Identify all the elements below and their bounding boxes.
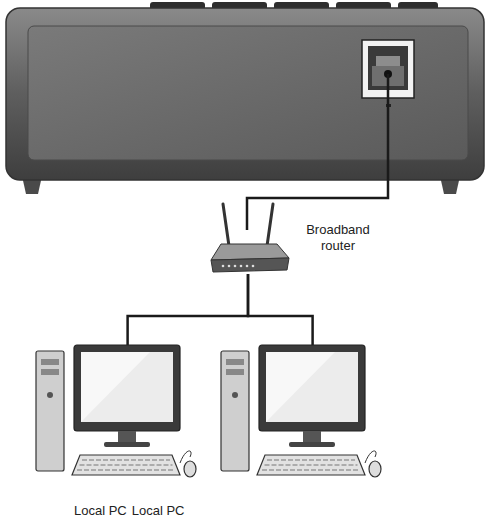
pc-node: Local PC [215,345,375,495]
pc-node: Local PC [30,345,190,495]
pc-label: Local PC [132,503,185,519]
pc-label: Local PC [74,503,127,519]
router-node: Broadband router [207,230,289,274]
device-label: Broadband router [299,222,377,254]
router-icon [207,230,289,274]
pc-icon [30,345,190,495]
pc-icon [215,345,375,495]
network-cable [248,274,313,345]
network-cable [128,274,248,345]
